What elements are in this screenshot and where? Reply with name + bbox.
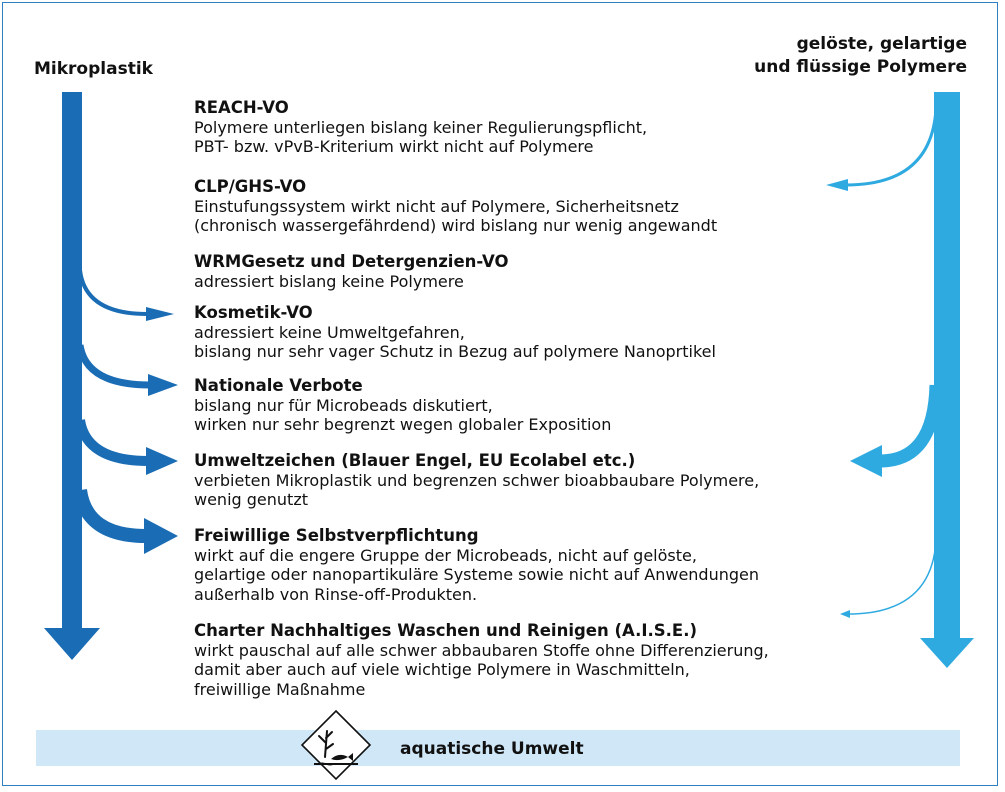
mikroplastik-branch-heads: [144, 307, 178, 554]
polymere-arrows: [920, 92, 974, 668]
item-umweltzeichen: Umweltzeichen (Blauer Engel, EU Ecolabel…: [194, 451, 759, 510]
polymere-main-arrowhead: [920, 638, 974, 668]
mikroplastik-arrows: [44, 92, 100, 660]
item-line: gelartige oder nanopartikuläre Systeme s…: [194, 565, 759, 584]
item-line: wirkt auf die engere Gruppe der Microbea…: [194, 545, 697, 565]
item-charter: Charter Nachhaltiges Waschen und Reinige…: [194, 621, 769, 699]
aquatic-environment-label: aquatische Umwelt: [400, 739, 584, 759]
polymere-branch-heads: [826, 179, 882, 618]
item-title: Umweltzeichen (Blauer Engel, EU Ecolabel…: [194, 451, 636, 470]
branch-kosmetik: [78, 269, 148, 316]
item-line: freiwillige Maßnahme: [194, 679, 366, 699]
head-selbstverpflichtung: [144, 518, 178, 554]
branch-clp: [845, 107, 938, 187]
environment-hazard-icon: [300, 709, 372, 781]
item-wrmg: WRMGesetz und Detergenzien-VO adressiert…: [194, 252, 509, 291]
branch-charter: [847, 539, 937, 615]
item-line: bislang nur für Microbeads diskutiert,: [194, 395, 493, 415]
branch-selbstverpflichtung: [73, 488, 147, 543]
head-clp: [826, 179, 848, 191]
branch-umweltzeichen-right: [879, 384, 943, 468]
mikroplastik-main-shaft: [62, 92, 82, 629]
item-line: wenig genutzt: [194, 490, 308, 509]
item-title: Kosmetik-VO: [194, 303, 313, 322]
item-line: damit aber auch auf viele wichtige Polym…: [194, 660, 690, 679]
header-polymere: gelöste, gelartige und flüssige Polymere: [754, 33, 967, 79]
item-line: wirkt pauschal auf alle schwer abbaubare…: [194, 640, 769, 660]
polymere-main-shaft: [934, 92, 960, 640]
head-umweltzeichen: [146, 447, 178, 475]
item-title: REACH-VO: [194, 98, 289, 117]
item-title: Charter Nachhaltiges Waschen und Reinige…: [194, 621, 698, 640]
head-kosmetik: [146, 307, 174, 321]
item-title: WRMGesetz und Detergenzien-VO: [194, 252, 509, 271]
branch-umweltzeichen: [75, 418, 149, 466]
mikroplastik-branches: [73, 269, 151, 543]
item-title: Freiwillige Selbstverpflichtung: [194, 526, 479, 545]
item-line: adressiert bislang keine Polymere: [194, 271, 464, 291]
header-polymere-line-2: und flüssige Polymere: [754, 57, 967, 77]
item-nationale-verbote: Nationale Verbote bislang nur für Microb…: [194, 376, 611, 435]
branch-nationale-verbote: [76, 344, 151, 389]
aquatic-environment-band: [36, 730, 960, 766]
item-line: (chronisch wassergefährdend) wird bislan…: [194, 216, 718, 235]
header-mikroplastik: Mikroplastik: [34, 59, 153, 79]
item-line: PBT- bzw. vPvB-Kriterium wirkt nicht auf…: [194, 137, 594, 156]
item-title: CLP/GHS-VO: [194, 177, 307, 196]
mikroplastik-main-arrowhead: [44, 628, 100, 660]
item-kosmetik: Kosmetik-VO adressiert keine Umweltgefah…: [194, 303, 716, 362]
head-umweltzeichen-right: [850, 445, 882, 477]
head-charter: [840, 610, 850, 618]
head-nationale-verbote: [148, 374, 178, 396]
polymere-branches: [845, 107, 943, 615]
item-line: bislang nur sehr vager Schutz in Bezug a…: [194, 342, 716, 361]
item-line: Einstufungssystem wirkt nicht auf Polyme…: [194, 196, 679, 216]
item-clp-ghs: CLP/GHS-VO Einstufungssystem wirkt nicht…: [194, 177, 717, 236]
item-line: wirken nur sehr begrenzt wegen globaler …: [194, 415, 612, 434]
item-line: Polymere unterliegen bislang keiner Regu…: [194, 117, 648, 137]
header-polymere-line-1: gelöste, gelartige: [796, 34, 967, 54]
item-line: adressiert keine Umweltgefahren,: [194, 322, 465, 342]
item-title: Nationale Verbote: [194, 376, 363, 395]
item-line: außerhalb von Rinse-off-Produkten.: [194, 584, 478, 604]
item-selbstverpflichtung: Freiwillige Selbstverpflichtung wirkt au…: [194, 526, 759, 604]
item-reach: REACH-VO Polymere unterliegen bislang ke…: [194, 98, 647, 157]
item-line: verbieten Mikroplastik und begrenzen sch…: [194, 470, 760, 490]
